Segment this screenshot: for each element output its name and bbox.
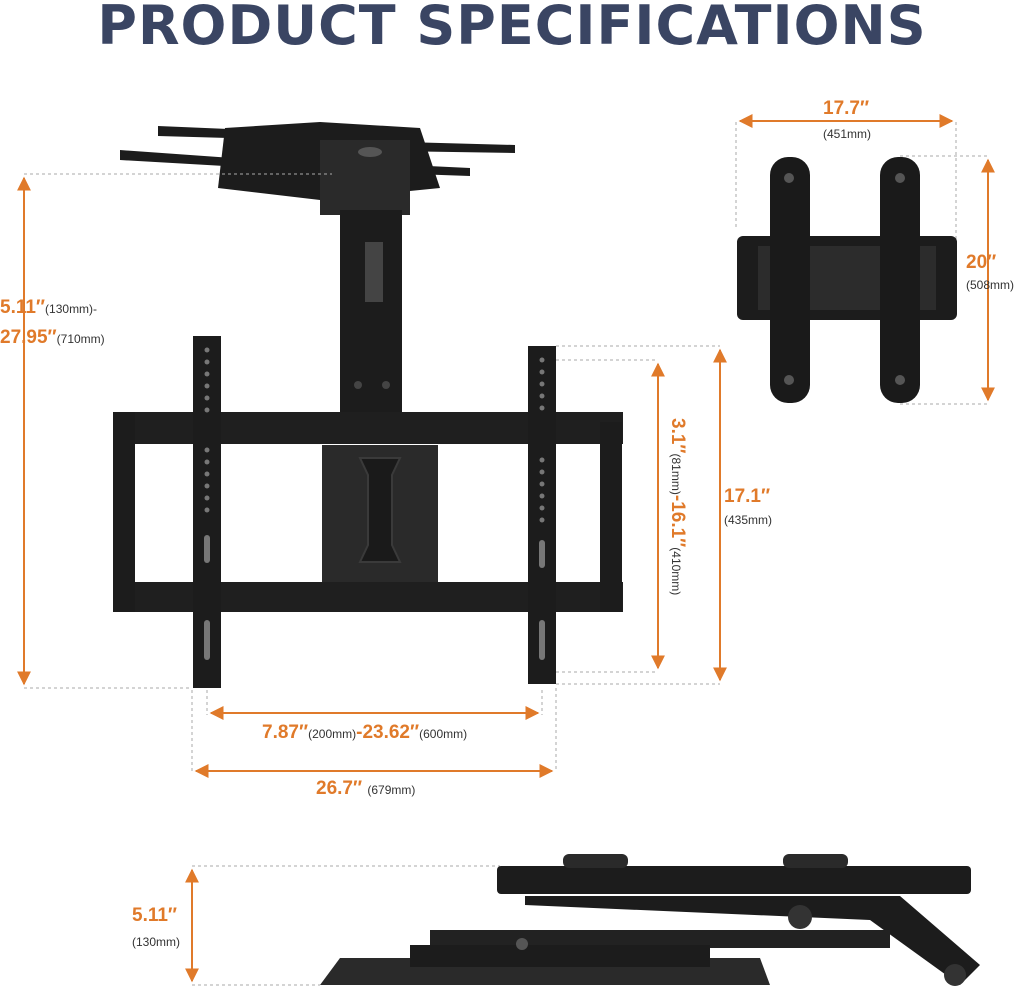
- page-title: PRODUCT SPECIFICATIONS: [97, 0, 927, 57]
- folded-view-drawing: [320, 854, 980, 986]
- height-range-max-label: 27.95″(710mm): [0, 327, 105, 348]
- bracket-height-label: 17.1″: [724, 486, 771, 507]
- ceiling-mount-drawing: [113, 122, 623, 688]
- vesa-vertical-label: 3.1″(81mm)-16.1″(410mm): [667, 418, 688, 596]
- folded-height-mm: (130mm): [132, 935, 181, 949]
- dimension-arrows: [17, 114, 995, 983]
- bracket-height-mm: (435mm): [724, 513, 773, 527]
- plate-width-mm: (451mm): [823, 127, 872, 141]
- ceiling-plate-drawing: [737, 157, 957, 403]
- overall-width-label: 26.7″ (679mm): [316, 778, 416, 799]
- height-range-min-label: 5.11″(130mm)-: [0, 297, 98, 318]
- vesa-horizontal-label: 7.87″(200mm)-23.62″(600mm): [262, 722, 468, 743]
- dimension-guides: [24, 122, 988, 986]
- plate-height-label: 20″: [966, 252, 997, 273]
- plate-height-mm: (508mm): [966, 278, 1015, 292]
- plate-width-label: 17.7″: [823, 98, 870, 119]
- folded-height-label: 5.11″: [132, 905, 178, 926]
